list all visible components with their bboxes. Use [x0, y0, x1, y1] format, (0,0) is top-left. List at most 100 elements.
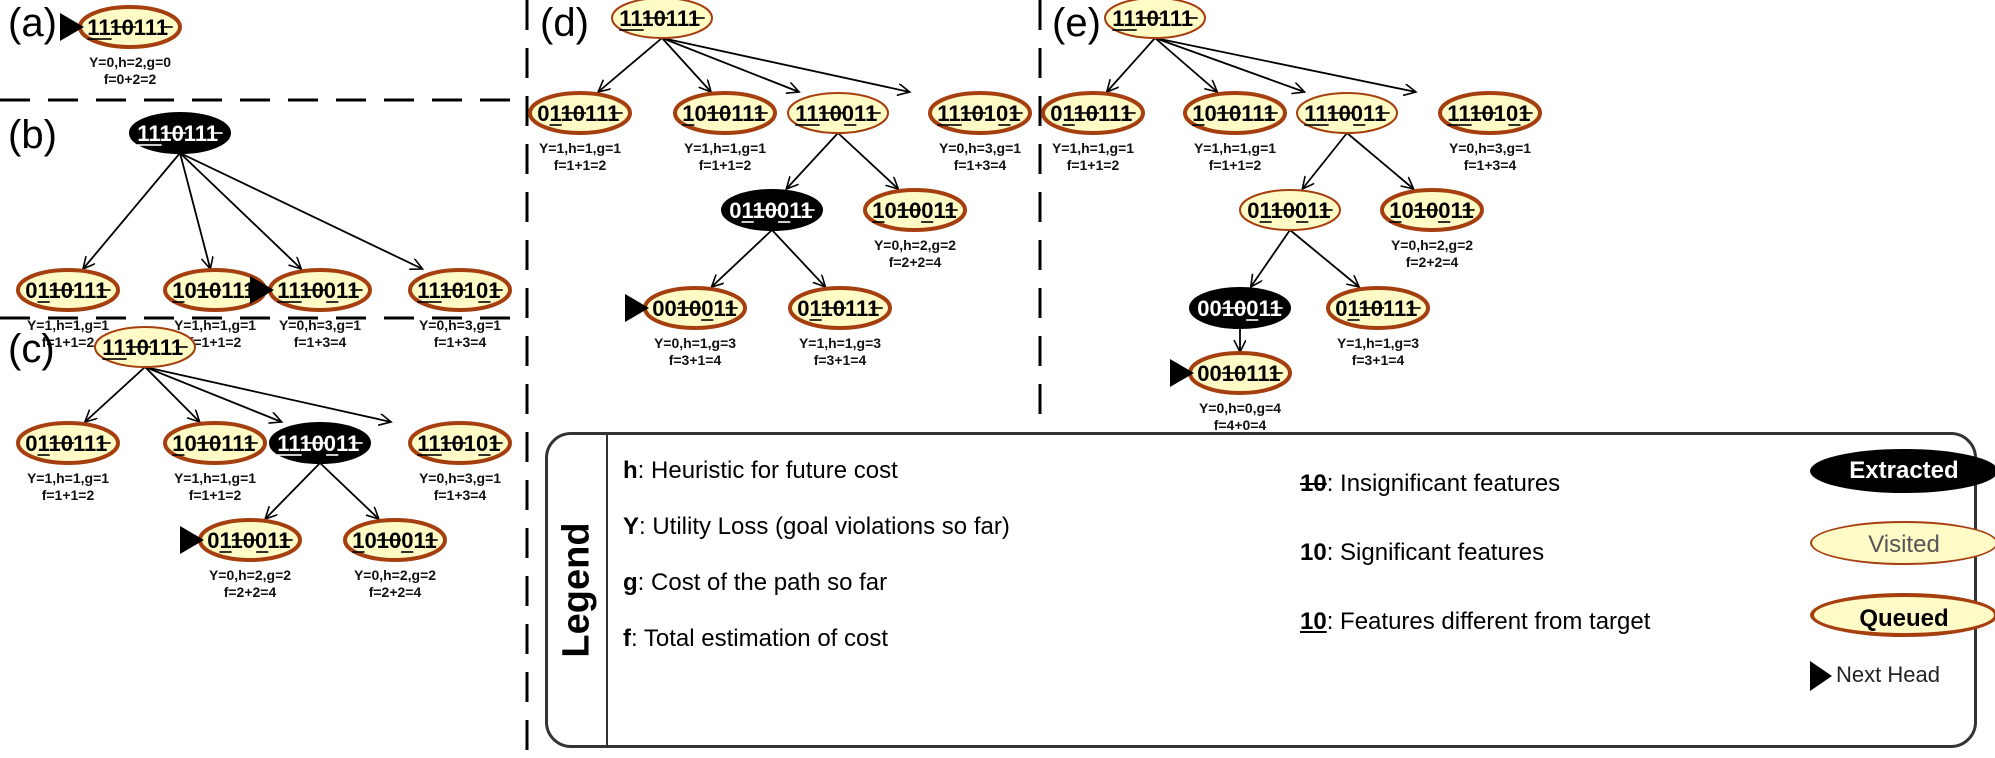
legend-queued-node: Queued — [1810, 593, 1995, 637]
node-f-value: f=4+0=4 — [1214, 417, 1267, 433]
node-stats: Y=0,h=2,g=2 — [1391, 237, 1473, 253]
tree-edge — [265, 462, 321, 519]
node-stats: Y=1,h=1,g=1 — [27, 317, 109, 333]
node-f-value: f=2+2=4 — [224, 584, 277, 600]
legend-significant: 10: Significant features — [1300, 539, 1545, 566]
panel-c: (c)11101110110111Y=1,h=1,g=1f=1+1=210101… — [8, 326, 512, 600]
panel-label: (d) — [540, 1, 589, 45]
node-f-value: f=1+3=4 — [294, 334, 347, 350]
tree-edge — [1154, 37, 1217, 92]
tree-edge — [661, 37, 910, 92]
panel-label: (a) — [8, 1, 57, 45]
node-stats: Y=0,h=3,g=1 — [1449, 140, 1531, 156]
node-stats: Y=1,h=1,g=3 — [799, 335, 881, 351]
node-stats: Y=0,h=3,g=1 — [279, 317, 361, 333]
panel-label: (e) — [1052, 1, 1101, 45]
node-stats: Y=0,h=2,g=2 — [209, 567, 291, 583]
node-stats: Y=0,h=1,g=3 — [654, 335, 736, 351]
tree-node-visited: 1110011 — [787, 92, 889, 134]
tree-node-visited: 1110111 — [611, 0, 713, 39]
legend-def-f: f: Total estimation of cost — [623, 625, 889, 652]
node-f-value: f=1+3=4 — [954, 157, 1007, 173]
tree-edge — [661, 37, 799, 92]
panel-e: (e)11101110110111Y=1,h=1,g=1f=1+1=210101… — [1041, 0, 1542, 433]
node-f-value: f=3+1=4 — [814, 352, 867, 368]
tree-node-extracted: 1110111 — [129, 112, 231, 154]
node-stats: Y=1,h=1,g=3 — [1337, 335, 1419, 351]
legend-def-g: g: Cost of the path so far — [623, 569, 888, 596]
tree-edge — [319, 462, 379, 519]
node-f-value: f=2+2=4 — [889, 254, 942, 270]
tree-edge — [712, 229, 773, 287]
tree-node-extracted: 0110011 — [721, 189, 823, 231]
node-f-value: f=2+2=4 — [369, 584, 422, 600]
legend-next-head: Next Head — [1810, 661, 1940, 691]
node-stats: Y=0,h=2,g=2 — [874, 237, 956, 253]
tree-edge — [179, 152, 423, 269]
tree-node-extracted: 1110011 — [269, 422, 371, 464]
panel-label: (b) — [8, 113, 57, 157]
node-f-value: f=1+3=4 — [1464, 157, 1517, 173]
legend-def-y: Y: Utility Loss (goal violations so far) — [623, 513, 1010, 540]
node-f-value: f=1+1=2 — [1209, 157, 1262, 173]
node-f-value: f=1+1=2 — [189, 334, 242, 350]
tree-edge — [1346, 132, 1414, 189]
node-stats: Y=1,h=1,g=1 — [684, 140, 766, 156]
legend-insignificant: 10: Insignificant features — [1300, 470, 1561, 497]
legend-title: Legend — [555, 522, 598, 658]
panel-label: (c) — [8, 327, 55, 371]
node-stats: Y=1,h=1,g=1 — [1052, 140, 1134, 156]
node-stats: Y=1,h=1,g=1 — [539, 140, 621, 156]
node-f-value: f=1+1=2 — [42, 334, 95, 350]
panel-b: (b)11101110110111Y=1,h=1,g=1f=1+1=210101… — [8, 112, 512, 350]
tree-edge — [1302, 132, 1348, 189]
node-stats: Y=1,h=1,g=1 — [27, 470, 109, 486]
node-ellipse — [611, 0, 713, 39]
node-f-value: f=3+1=4 — [669, 352, 722, 368]
node-stats: Y=0,h=0,g=4 — [1199, 400, 1281, 416]
tree-edge — [144, 366, 200, 422]
node-f-value: f=1+3=4 — [434, 334, 487, 350]
tree-node-visited: 1110011 — [1296, 92, 1398, 134]
tree-edge — [179, 152, 210, 269]
node-stats: Y=0,h=3,g=1 — [419, 317, 501, 333]
node-stats: Y=0,h=3,g=1 — [939, 140, 1021, 156]
tree-edge — [598, 37, 663, 92]
node-f-value: f=1+1=2 — [189, 487, 242, 503]
tree-edge — [1251, 229, 1291, 287]
node-f-value: f=1+1=2 — [699, 157, 752, 173]
tree-edge — [85, 366, 146, 422]
tree-edge — [144, 366, 282, 422]
legend-extracted-node: Extracted — [1810, 449, 1995, 493]
node-f-value: f=1+1=2 — [42, 487, 95, 503]
next-head-icon — [180, 526, 204, 554]
node-stats: Y=1,h=1,g=1 — [174, 317, 256, 333]
node-ellipse — [1104, 0, 1206, 39]
node-f-value: f=2+2=4 — [1406, 254, 1459, 270]
node-f-value: f=0+2=2 — [104, 71, 157, 87]
node-stats: Y=0,h=2,g=2 — [354, 567, 436, 583]
node-stats: Y=1,h=1,g=1 — [1194, 140, 1276, 156]
node-stats: Y=0,h=3,g=1 — [419, 470, 501, 486]
next-head-icon — [1810, 661, 1832, 691]
legend-def-h: h: Heuristic for future cost — [623, 457, 898, 484]
